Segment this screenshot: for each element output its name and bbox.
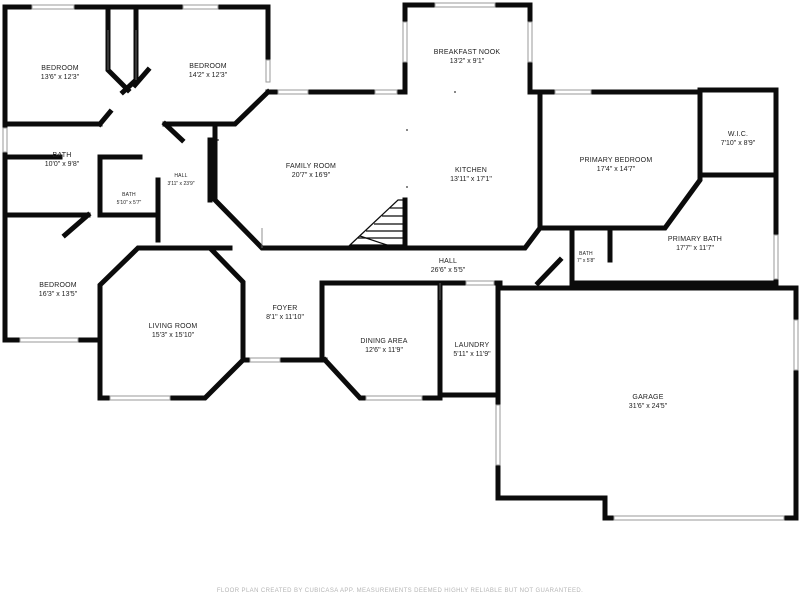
windows: [2, 2, 799, 521]
room-name: FOYER: [272, 305, 297, 312]
room-dims: 13'11" x 17'1": [450, 176, 492, 183]
room-name: HALL: [174, 173, 187, 179]
room-name: BEDROOM: [39, 282, 77, 289]
room-name: BATH: [579, 251, 593, 257]
room-name: BATH: [122, 192, 136, 198]
room-name: PRIMARY BEDROOM: [580, 157, 653, 164]
room-name: W.I.C.: [728, 131, 748, 138]
room-dims: 5'11" x 11'9": [453, 351, 491, 358]
room-dims: 7" x 5'8": [577, 258, 595, 264]
room-dims: 13'6" x 12'3": [41, 74, 80, 81]
room-dims: 10'0" x 9'8": [45, 161, 80, 168]
room-dims: 16'3" x 13'5": [39, 291, 78, 298]
room-labels: BEDROOM 13'6" x 12'3" BEDROOM 14'2" x 12…: [39, 49, 756, 410]
room-dims: 31'6" x 24'5": [629, 403, 668, 410]
room-name: FAMILY ROOM: [286, 163, 336, 170]
staircase: [348, 199, 406, 247]
room-dims: 5'10" x 5'7": [117, 200, 142, 206]
room-dims: 14'2" x 12'3": [189, 72, 228, 79]
room-name: GARAGE: [632, 394, 663, 401]
room-dims: 12'6" x 11'9": [365, 347, 403, 354]
room-dims: 20'7" x 16'9": [292, 172, 331, 179]
room-dims: 17'4" x 14'7": [597, 166, 636, 173]
markers: [217, 91, 456, 188]
room-name: KITCHEN: [455, 167, 487, 174]
room-name: BEDROOM: [41, 65, 79, 72]
room-dims: 17'7" x 11'7": [676, 245, 714, 252]
doors: [107, 30, 441, 300]
room-name: LAUNDRY: [455, 342, 490, 349]
room-dims: 3'11" x 23'9": [167, 181, 194, 187]
walls: [2, 2, 799, 521]
footer-disclaimer: FLOOR PLAN CREATED BY CUBICASA APP. MEAS…: [216, 588, 584, 594]
room-dims: 7'10" x 8'9": [721, 140, 756, 147]
room-dims: 8'1" x 11'10": [266, 314, 304, 321]
room-name: PRIMARY BATH: [668, 236, 722, 243]
room-name: LIVING ROOM: [149, 323, 198, 330]
room-dims: 13'2" x 9'1": [450, 58, 485, 65]
room-name: BATH: [53, 152, 72, 159]
room-name: DINING AREA: [360, 338, 407, 345]
room-name: BREAKFAST NOOK: [434, 49, 501, 56]
room-dims: 26'6" x 5'5": [431, 267, 466, 274]
room-name: BEDROOM: [189, 63, 227, 70]
room-name: HALL: [439, 258, 457, 265]
room-dims: 15'3" x 15'10": [152, 332, 195, 339]
